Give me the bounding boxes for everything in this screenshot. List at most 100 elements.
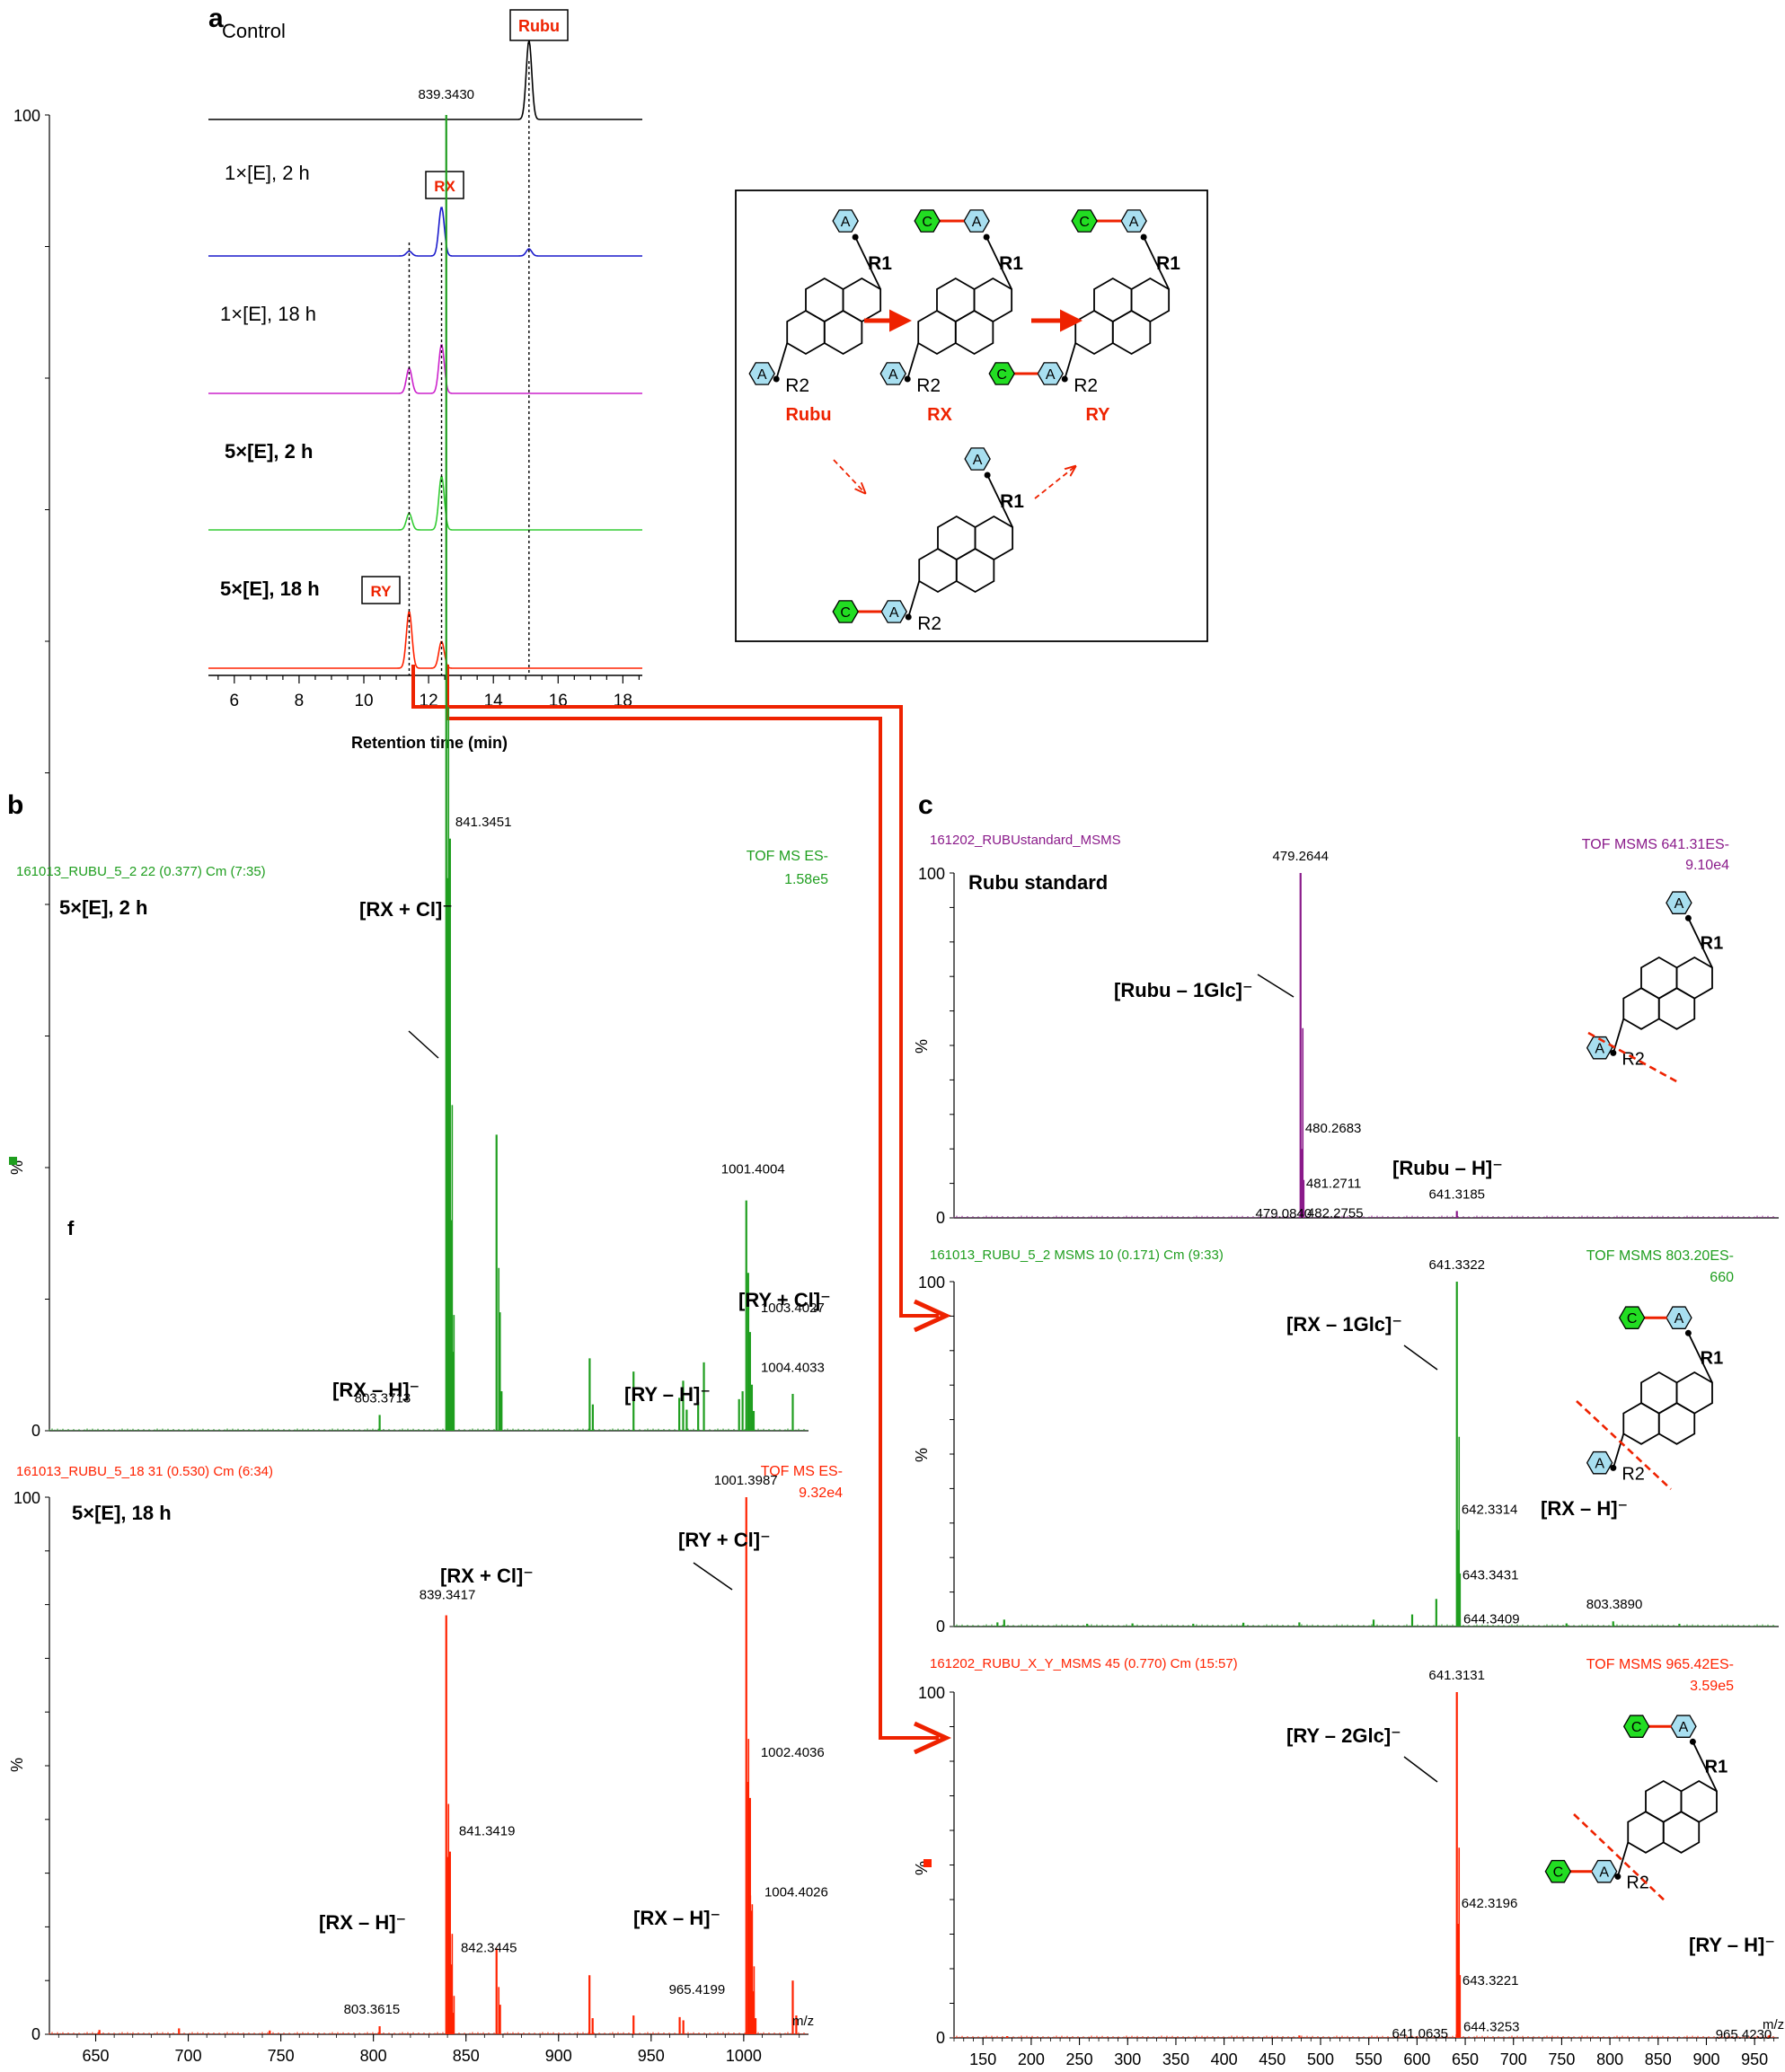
x-tick-label: 650 [83, 2047, 110, 2065]
panel-b-letter: b [7, 790, 23, 820]
y-tick-100: 100 [13, 107, 40, 125]
scheme-label-rubu: Rubu [785, 405, 831, 425]
link-dot [773, 375, 780, 383]
rt-tick-label: 6 [230, 692, 240, 710]
box-rx: RX [425, 171, 464, 199]
trace-label-4: 5×[E], 18 h [220, 578, 320, 600]
annotation-3: [RY – H]⁻ [624, 1383, 711, 1406]
x-tick-label: 950 [1741, 2050, 1768, 2068]
label-r2: R2 [917, 613, 941, 634]
link-dot [1610, 1464, 1617, 1471]
label-r1: R1 [999, 253, 1023, 274]
sugar-letter: A [1675, 1311, 1684, 1327]
scheme-frame [735, 190, 1208, 642]
bond-r2 [1612, 1433, 1625, 1468]
peak-label-5: 965.4230 [1716, 2027, 1772, 2042]
sugar-letter: C [840, 605, 851, 621]
peak-label-4: 479.0840 [1256, 1206, 1312, 1221]
peak-label-1: 642.3196 [1462, 1896, 1518, 1911]
marker-square-red [923, 1859, 932, 1867]
baseline-noise [49, 2032, 808, 2034]
peak-label-2: 643.3431 [1462, 1567, 1519, 1583]
peak-label-3: 644.3409 [1463, 1611, 1520, 1627]
ring [1657, 987, 1696, 1030]
x-tick-label: 800 [360, 2047, 387, 2065]
panel-c-letter: c [918, 790, 933, 820]
peak-label-2: 481.2711 [1306, 1177, 1361, 1192]
bond-r2 [906, 342, 920, 380]
sugar-c [1618, 1306, 1646, 1329]
annotation-1: [RY + Cl]⁻ [678, 1529, 771, 1551]
spectrum-condition: 5×[E], 18 h [72, 1502, 172, 1524]
trace-label-3: 5×[E], 2 h [225, 440, 313, 463]
label-r2: R2 [785, 375, 809, 396]
x-axis-label: m/z [792, 2014, 814, 2029]
connector-rx [411, 665, 939, 1318]
spectrum-2: 1000%479.2644480.2683481.2711482.2755479… [913, 833, 1779, 1227]
peak-label-5: 1002.4036 [761, 1745, 825, 1760]
trace-label-2: 1×[E], 18 h [220, 303, 316, 325]
spectrum-mode: TOF MS ES- [761, 1464, 843, 1479]
sugar-letter: A [888, 367, 898, 383]
box-rubu: Rubu [509, 9, 569, 41]
y-tick-100: 100 [918, 1274, 945, 1292]
rt-tick-label: 8 [295, 692, 305, 710]
annotation-0: [Rubu – 1Glc]⁻ [1114, 979, 1253, 1001]
x-tick-label: 800 [1596, 2050, 1623, 2068]
sugar-c [914, 209, 941, 233]
peak-label-0: 839.3430 [418, 87, 474, 102]
annotation-1: [RX – H]⁻ [1541, 1497, 1628, 1520]
x-tick-label: 700 [1500, 2050, 1527, 2068]
sugar-a [748, 362, 775, 385]
peak-label-5: 1004.4033 [761, 1361, 825, 1376]
sugar-letter: A [757, 367, 767, 383]
sugar-letter: A [889, 605, 899, 621]
sugar-letter: C [1079, 215, 1090, 230]
y-tick-100: 100 [918, 1684, 945, 1702]
x-tick-label: 750 [1548, 2050, 1575, 2068]
ring [1675, 956, 1713, 1000]
ring [1675, 1371, 1713, 1415]
baseline-noise [953, 2035, 1777, 2038]
peak-label-7: 965.4199 [669, 1982, 726, 1997]
y-tick-0: 0 [936, 2029, 945, 2047]
peak-label-1: 841.3451 [455, 815, 512, 830]
spectrum-3: 1000%641.3322642.3314643.3431644.3409803… [913, 1248, 1779, 1636]
label-r2: R2 [1622, 1050, 1645, 1070]
x-tick-label: 400 [1211, 2050, 1238, 2068]
annotation-leader [1257, 974, 1295, 998]
peak-label-3: 1001.4004 [721, 1162, 785, 1177]
annotation-0: [RY – 2Glc]⁻ [1286, 1724, 1401, 1747]
bond-r1 [1687, 917, 1713, 968]
peak-label-4: 1003.4027 [761, 1301, 825, 1316]
spectrum-condition: 5×[E], 2 h [59, 896, 147, 919]
x-tick-label: 550 [1356, 2050, 1383, 2068]
link-dot [983, 234, 990, 241]
sugar-letter: A [972, 215, 982, 230]
ring [1680, 1779, 1718, 1823]
y-tick-100: 100 [918, 865, 945, 883]
x-tick-label: 300 [1114, 2050, 1141, 2068]
bond-r1 [1692, 1741, 1718, 1792]
panel-a-letter: a [208, 4, 224, 33]
annotation-0: [RX + Cl]⁻ [359, 898, 453, 921]
label-r1: R1 [1701, 934, 1724, 954]
spectrum-intensity: 1.58e5 [784, 872, 828, 887]
connector-rx-head [913, 1299, 952, 1333]
y-tick-0: 0 [31, 2025, 40, 2043]
ring [1627, 1811, 1665, 1854]
trace-label-0: Control [222, 20, 286, 42]
x-tick-label: 650 [1452, 2050, 1479, 2068]
spectrum-title: 161013_RUBU_5_2 MSMS 10 (0.171) Cm (9:33… [930, 1248, 1224, 1263]
annotation-1: [Rubu – H]⁻ [1392, 1157, 1503, 1179]
bond-r1 [986, 474, 1013, 528]
y-axis-label: % [913, 1448, 931, 1462]
spectrum-0: 1000%839.3430841.3451803.37131001.400410… [8, 87, 831, 1440]
spectrum-intensity: 3.59e5 [1690, 1679, 1734, 1694]
spectrum-title: 161013_RUBU_5_18 31 (0.530) Cm (6:34) [16, 1464, 273, 1479]
link-dot [1684, 914, 1692, 921]
